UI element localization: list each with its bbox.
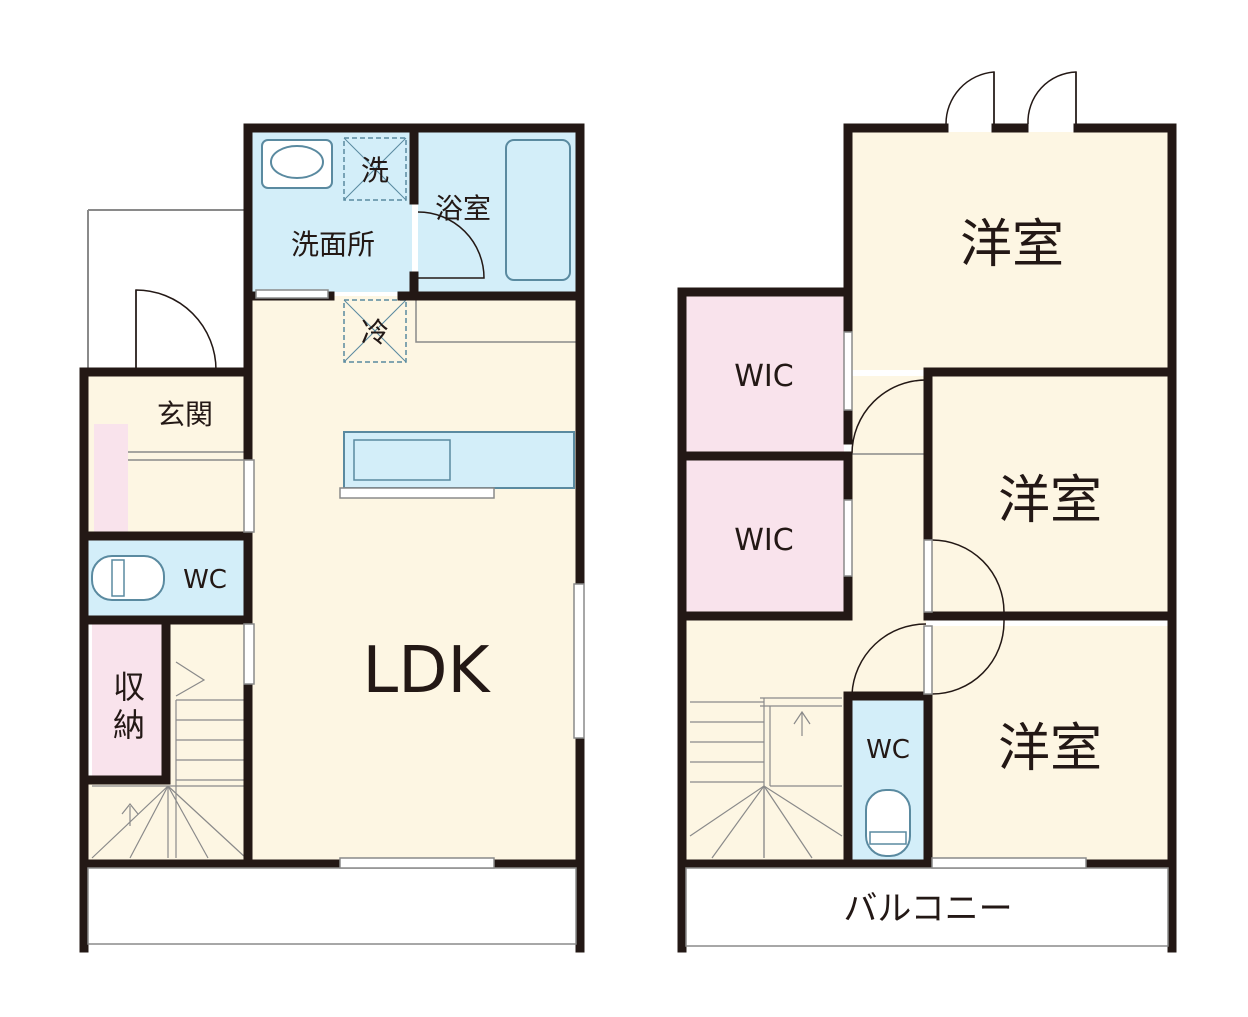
stair1-fill (168, 622, 248, 860)
windows-floor-2 (843, 331, 1087, 869)
doors-floor-1 (135, 211, 485, 371)
floor1-terrace (87, 867, 577, 945)
top-door-right-swing (1027, 71, 1077, 125)
hall-fill (852, 376, 926, 620)
storage-label-bottom: 納 (113, 706, 145, 744)
doors-floor-2 (851, 71, 1077, 695)
washer-label: 洗 (361, 154, 389, 187)
room-mid-label: 洋室 (998, 471, 1102, 531)
fridge-label: 冷 (361, 316, 389, 349)
front-door-swing (135, 289, 217, 371)
floor-1-plan: 洗 洗面所 浴室 冷 玄関 WC 収 納 LDK (79, 123, 585, 953)
stair1-lower-fill (88, 782, 168, 860)
wic-bottom-fill (686, 460, 844, 614)
washroom-label: 洗面所 (291, 228, 375, 261)
kitchen-counter-line (415, 298, 576, 343)
sink-icon (261, 139, 333, 189)
bathtub-icon (505, 139, 571, 281)
kitchen-sink-icon (353, 439, 451, 481)
wc2-label: WC (866, 735, 910, 765)
room-top-fill (852, 132, 1168, 370)
floor-2-plan: 洋室 洋室 洋室 WIC WIC WC バルコニー (677, 71, 1177, 953)
windows-floor-1 (243, 289, 585, 869)
washer-icon (343, 137, 407, 201)
entrance-step (128, 451, 248, 461)
porch-outline (87, 209, 248, 372)
wc2-door-swing (851, 623, 927, 695)
entrance-label: 玄関 (157, 398, 213, 431)
stair-1-icon (91, 661, 247, 859)
sink-basin-icon (270, 145, 324, 179)
ldk-fill (252, 296, 578, 860)
hall-door-swing-b (931, 621, 1005, 695)
balcony-area (685, 867, 1169, 947)
wic-bottom-label: WIC (734, 523, 793, 558)
top-door-left-swing (945, 71, 995, 125)
balcony-label: バルコニー (843, 889, 1012, 929)
toilet-2-icon (865, 789, 911, 857)
room-bottom-label: 洋室 (998, 719, 1102, 779)
wic-top-label: WIC (734, 359, 793, 394)
stair-2-icon (689, 697, 843, 859)
room-top-label: 洋室 (960, 215, 1064, 275)
hall-door-swing-a (931, 539, 1005, 622)
bath-door-swing (417, 211, 485, 279)
storage1-fill (92, 622, 166, 778)
wic-top-fill (686, 296, 844, 452)
room-mid-fill (932, 376, 1168, 620)
walls-floor-1 (79, 123, 585, 953)
walls-floor-2 (677, 123, 1177, 953)
shoe-storage-fill (94, 424, 128, 532)
counter-edge (339, 487, 495, 499)
room-bottom-fill (932, 626, 1168, 860)
storage-label-top: 収 (113, 668, 145, 706)
bathroom-label: 浴室 (435, 192, 491, 225)
fridge-icon (343, 299, 407, 363)
bathroom-fill (418, 132, 576, 292)
mid-room-door-swing (851, 379, 927, 455)
toilet-icon (91, 555, 165, 601)
wc1-label: WC (183, 565, 227, 595)
ldk-label: LDK (363, 634, 492, 708)
